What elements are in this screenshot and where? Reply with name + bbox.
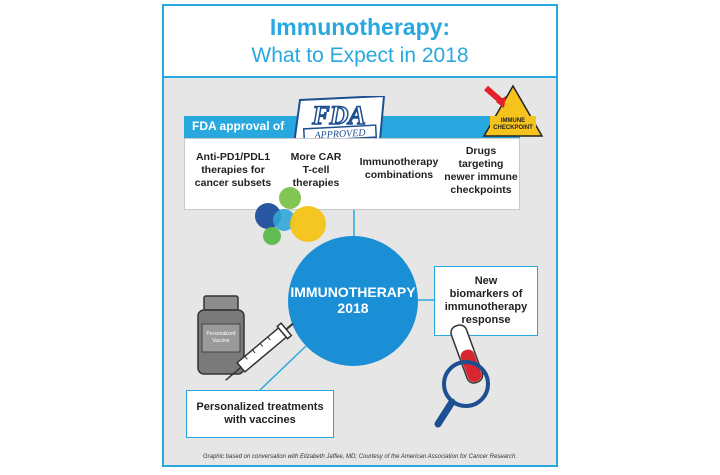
footnote: Graphic based on conversation with Eliza… [202,454,518,460]
personalized-line: Personalized treatments [196,401,324,413]
item-line: combinations [364,169,434,181]
page-title: Immunotherapy: [269,14,451,40]
item-line: Immunotherapy [359,156,439,168]
center-circle: IMMUNOTHERAPY 2018 [288,236,418,366]
personalized-line: with vaccines [224,414,296,426]
vial-label-line2: Vaccine [212,338,230,344]
item-line: Anti-PD1/PDL1 [195,151,271,163]
caution-sign-icon: IMMUNE CHECKPOINT [482,84,544,137]
biomarkers-box: New biomarkers of immunotherapy response [434,266,538,336]
item-car-t: More CAR T-cell therapies [281,151,351,190]
connector-lines [259,210,434,391]
red-arrow-icon [496,96,506,108]
item-combinations: Immunotherapy combinations [357,156,441,182]
item-line: cancer subsets [194,177,272,189]
item-line: checkpoints [450,184,512,196]
fda-approved-logo: FDA APPROVED [292,96,386,146]
biomarkers-line: immunotherapy [444,301,528,313]
syringe-icon [225,322,294,381]
biomarkers-line: response [461,314,511,326]
fda-approvals-row: Anti-PD1/PDL1 therapies for cancer subse… [184,138,520,210]
biomarkers-line: biomarkers of [449,288,523,300]
item-line: Drugs [465,145,497,157]
item-line: therapies [292,177,340,189]
item-new-checkpoints: Drugs targeting newer immune checkpoints [443,145,519,197]
item-line: therapies for [201,164,265,176]
test-tube-icon [450,324,484,384]
item-line: targeting [458,158,504,170]
cell-bubbles-illustration [255,187,326,245]
personalized-treatments-box: Personalized treatments with vaccines [186,390,334,438]
center-year: 2018 [337,300,369,316]
fda-logo-subtext: APPROVED [313,128,366,142]
center-label: IMMUNOTHERAPY [290,284,416,300]
magnifying-glass-icon [434,324,490,428]
infographic-frame: Immunotherapy: What to Expect in 2018 FD… [162,4,558,467]
page-subtitle: What to Expect in 2018 [251,44,469,67]
item-anti-pd1: Anti-PD1/PDL1 therapies for cancer subse… [189,151,277,190]
vial-label-line1: Personalized [207,331,236,337]
item-line: newer immune [444,171,518,183]
caution-line2: CHECKPOINT [493,125,533,131]
header: Immunotherapy: What to Expect in 2018 [164,6,556,78]
biomarkers-line: New [474,275,498,287]
vaccine-vial-icon: Personalized Vaccine [197,295,294,381]
item-line: T-cell [302,164,330,176]
fda-band-label: FDA approval of [192,119,285,133]
item-line: More CAR [290,151,342,163]
caution-line1: IMMUNE [501,118,525,124]
content-panel: FDA approval of FDA APPROVED IMMUNE CHEC… [164,78,556,465]
